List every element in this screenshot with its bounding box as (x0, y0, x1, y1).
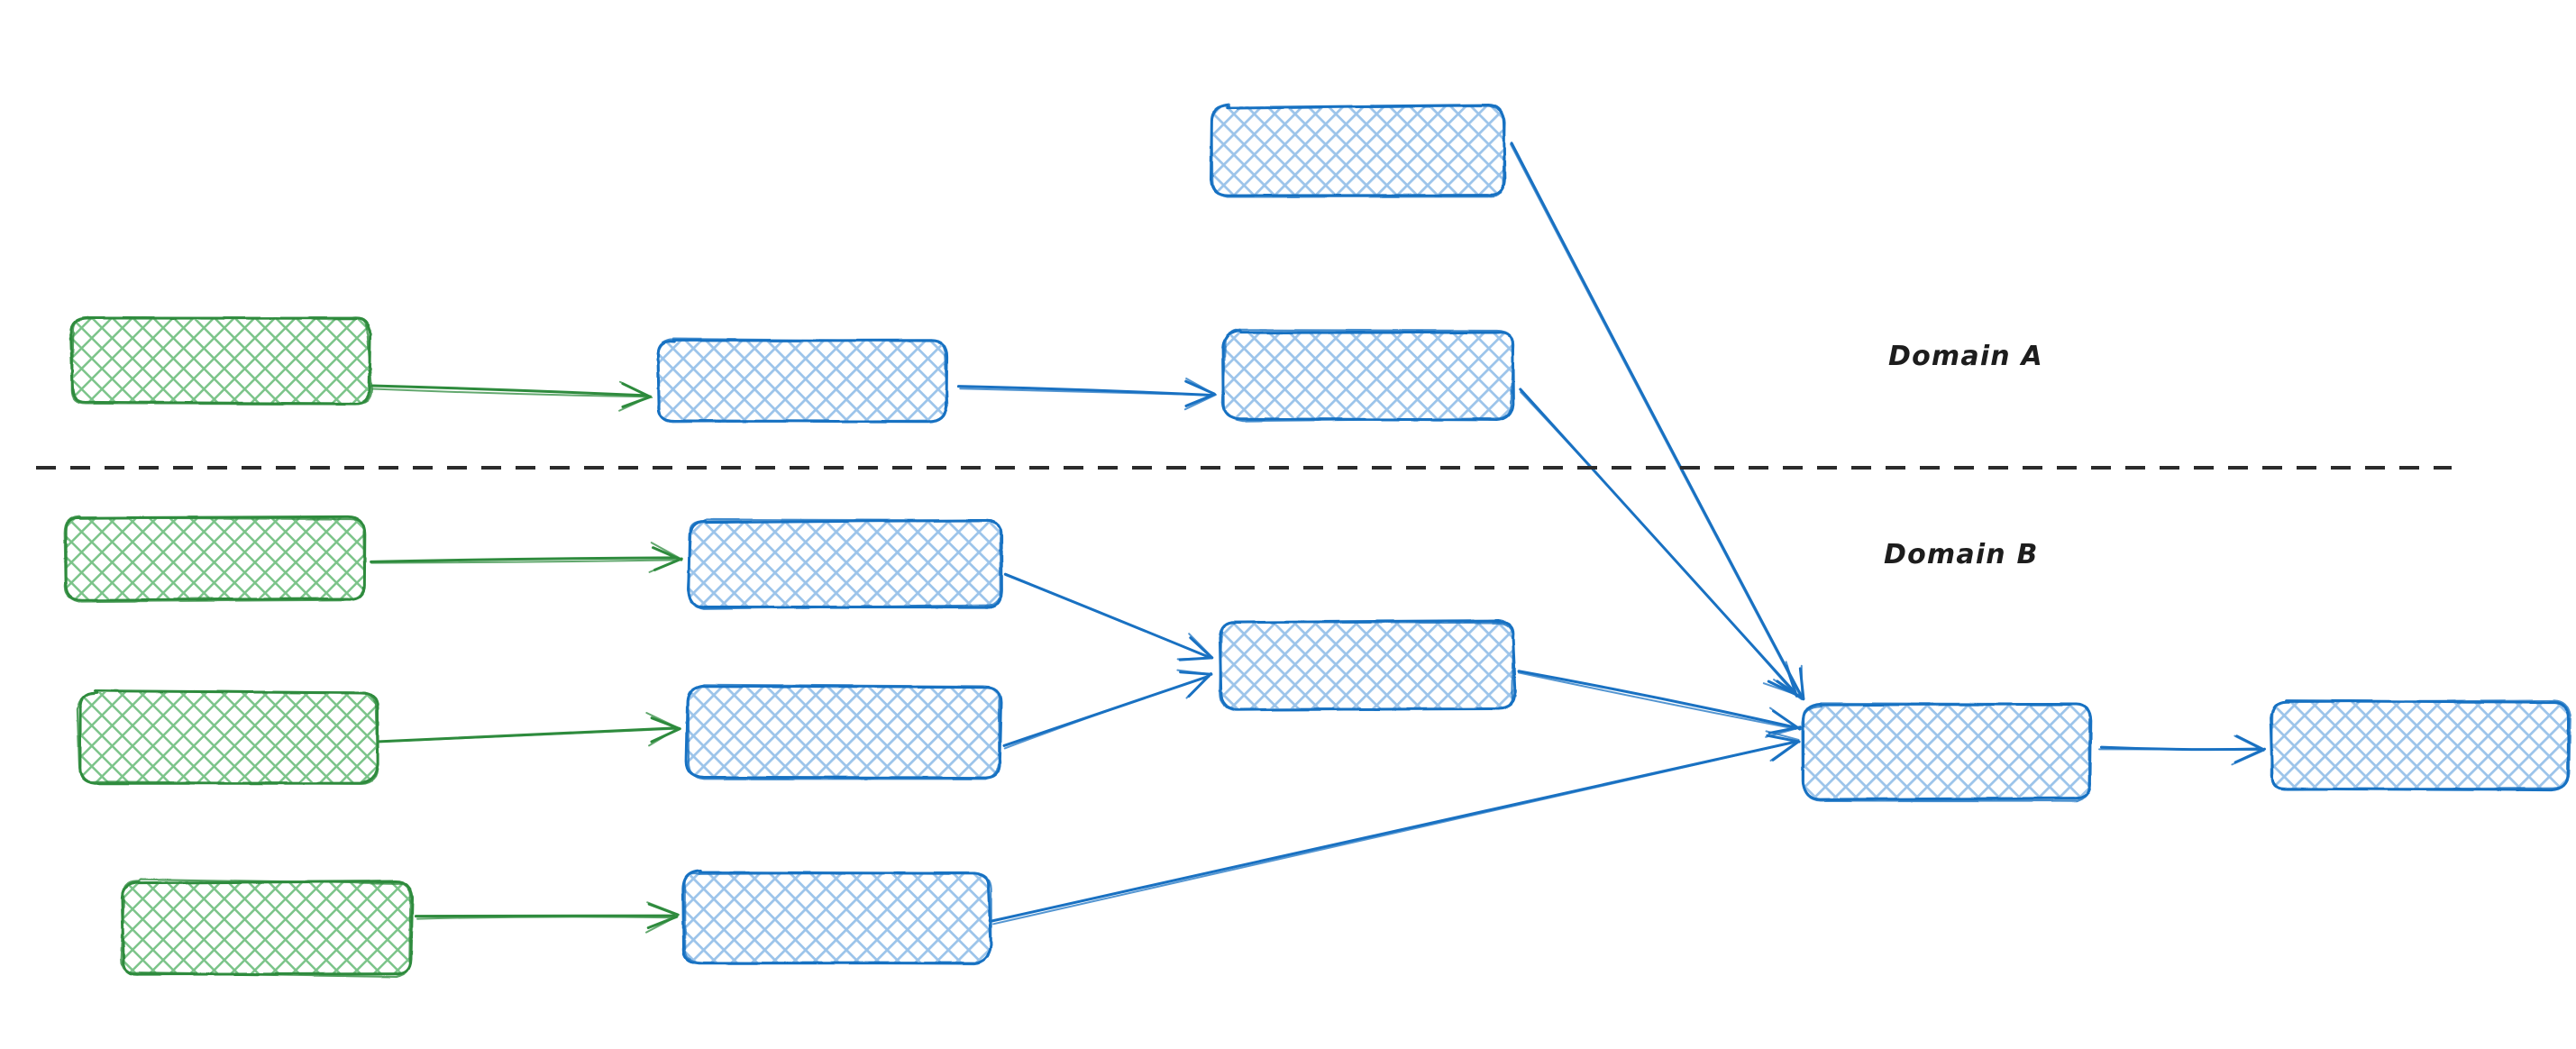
node-outline (2270, 698, 2571, 791)
edge-shaft (992, 741, 1798, 926)
edge-arrowhead (648, 726, 680, 747)
node-fill (72, 317, 370, 404)
edge-arrowhead (618, 380, 653, 398)
node-outline (76, 689, 379, 785)
edge-arrowhead (1768, 707, 1801, 731)
edge-arrowhead (2233, 734, 2265, 752)
node-b-proc-1[interactable] (686, 518, 1003, 610)
edge-e-a-proc-top-to-b-sink[interactable] (1510, 141, 1805, 701)
node-a-proc-top[interactable] (1210, 103, 1506, 198)
edge-arrowhead (645, 915, 679, 934)
edge-arrowhead (652, 546, 683, 561)
edge-arrowhead (618, 395, 652, 412)
node-fill (1804, 705, 2091, 798)
edge-e-b-source-2-to-b-proc-2[interactable] (377, 712, 681, 747)
domain-a-label: Domain A (1888, 341, 2043, 372)
edges-layer (370, 141, 2266, 934)
node-fill (658, 341, 946, 422)
edge-e-b-source-3-to-b-proc-3[interactable] (414, 901, 680, 934)
node-outline (120, 878, 412, 978)
edge-shaft (959, 388, 1212, 397)
edge-arrowhead (1762, 682, 1799, 697)
node-fill (683, 872, 990, 962)
node-fill (79, 692, 377, 782)
node-outline (686, 683, 1000, 780)
node-outline (683, 871, 992, 965)
node-fill (2271, 701, 2569, 789)
node-outline (657, 337, 949, 424)
node-outline (1801, 702, 2091, 802)
node-fill (123, 881, 411, 975)
edge-e-b-merge-to-b-sink[interactable] (1517, 670, 1802, 738)
edge-arrowhead (1176, 669, 1212, 676)
edge-e-b-proc-3-to-b-sink[interactable] (991, 730, 1801, 926)
edge-arrowhead (1183, 394, 1218, 411)
edge-e-a-proc-1-to-a-proc-2[interactable] (956, 377, 1218, 411)
edge-e-b-sink-to-b-output[interactable] (2098, 734, 2266, 766)
node-a-proc-2[interactable] (1220, 329, 1515, 423)
edge-shaft (370, 384, 648, 397)
edge-arrowhead (1188, 633, 1214, 659)
edge-arrowhead (2231, 749, 2264, 766)
edge-arrowhead (648, 557, 682, 573)
node-b-source-3[interactable] (120, 878, 415, 978)
node-a-source-1[interactable] (69, 316, 373, 406)
edge-e-b-proc-2-to-b-merge[interactable] (1002, 669, 1213, 750)
node-outline (63, 515, 366, 603)
edge-arrowhead (1766, 734, 1801, 743)
edge-e-a-proc-2-to-b-sink[interactable] (1519, 388, 1800, 698)
node-outline (1210, 103, 1506, 198)
node-b-sink[interactable] (1801, 702, 2093, 802)
edge-shaft (1510, 141, 1804, 698)
node-b-merge[interactable] (1218, 619, 1517, 712)
edge-e-b-source-1-to-b-proc-1[interactable] (370, 542, 683, 573)
edge-shaft (371, 388, 648, 398)
edge-shaft (1004, 573, 1210, 658)
edge-arrowhead (1800, 664, 1804, 700)
edge-e-b-proc-1-to-b-merge[interactable] (1003, 572, 1214, 661)
edge-shaft (379, 727, 678, 743)
edge-arrowhead (1176, 657, 1213, 661)
node-a-proc-1[interactable] (656, 337, 949, 424)
edge-arrowhead (1785, 661, 1798, 697)
edge-shaft (1517, 670, 1797, 729)
edge-arrowhead (1769, 739, 1800, 762)
edge-arrowhead (650, 542, 683, 561)
node-b-source-1[interactable] (63, 515, 367, 603)
node-fill (1212, 106, 1504, 196)
edge-arrowhead (645, 712, 681, 730)
edge-shaft (416, 916, 675, 920)
edge-shaft (1520, 391, 1796, 696)
node-outline (1219, 621, 1515, 712)
domain-b-label: Domain B (1884, 539, 2039, 570)
node-fill (65, 517, 364, 600)
node-fill (1220, 622, 1514, 708)
node-fill (689, 521, 1002, 607)
edge-shaft (1003, 676, 1209, 750)
node-b-proc-3[interactable] (681, 869, 992, 965)
node-b-output[interactable] (2270, 698, 2571, 792)
edge-arrowhead (1185, 672, 1212, 699)
edge-shaft (1510, 143, 1803, 698)
edge-e-a-source-1-to-a-proc-1[interactable] (370, 380, 653, 412)
edge-arrowhead (1185, 377, 1215, 396)
node-outline (70, 316, 373, 406)
edge-shaft (370, 559, 678, 564)
node-b-source-2[interactable] (76, 689, 379, 785)
node-outline (686, 518, 1002, 610)
node-fill (687, 687, 1000, 777)
edge-arrowhead (646, 901, 680, 916)
edge-shaft (370, 556, 679, 563)
edge-arrowhead (1765, 730, 1800, 741)
edge-shaft (2098, 748, 2261, 752)
node-fill (1224, 332, 1512, 420)
node-outline (1220, 329, 1515, 423)
nodes-layer (63, 103, 2571, 978)
edge-arrowhead (1184, 393, 1217, 407)
node-b-proc-2[interactable] (684, 683, 1002, 780)
edge-shaft (1517, 671, 1797, 730)
